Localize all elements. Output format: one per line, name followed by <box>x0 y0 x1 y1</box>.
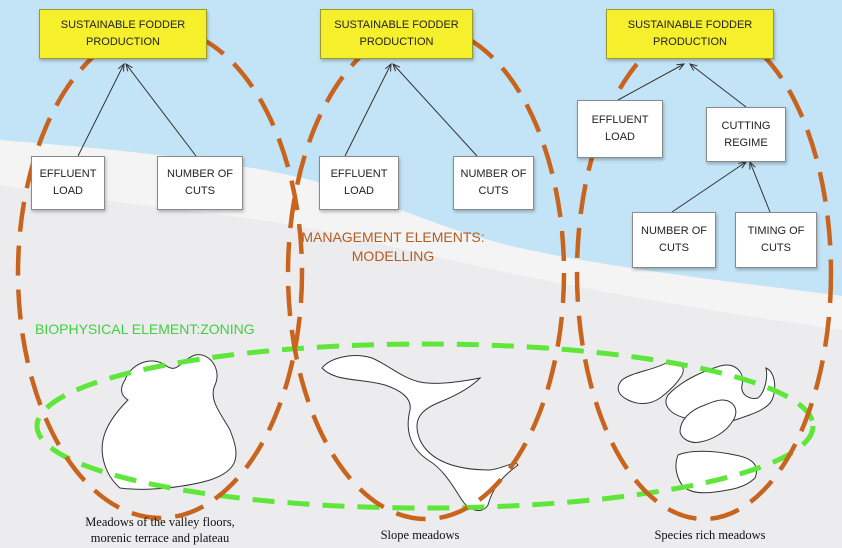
arrow-c3-effluent <box>617 64 684 101</box>
zone-shape-species-1 <box>617 361 684 404</box>
zone-shape-species-3 <box>679 399 737 443</box>
management-label: MANAGEMENT ELEMENTS: MODELLING <box>301 229 485 264</box>
number-of-cuts-box-1: NUMBER OF CUTS <box>157 156 243 210</box>
timing-of-cuts-box: TIMING OF CUTS <box>735 212 817 268</box>
number-of-cuts-box-2: NUMBER OF CUTS <box>453 156 534 210</box>
goal-label: SUSTAINABLE FODDER PRODUCTION <box>627 19 753 48</box>
zone-shape-species-4 <box>675 450 757 494</box>
effluent-load-box-3: EFFLUENT LOAD <box>577 100 663 158</box>
node-label: EFFLUENT LOAD <box>591 114 649 143</box>
arrow-c3-regime <box>690 64 747 108</box>
arrow-c3-number <box>671 162 746 213</box>
caption-slope-meadows: Slope meadows <box>380 528 460 542</box>
node-label: EFFLUENT LOAD <box>39 168 97 197</box>
zone-shape-slope <box>321 355 519 511</box>
effluent-load-box-1: EFFLUENT LOAD <box>31 156 105 210</box>
arrow-c1-cuts <box>126 64 197 157</box>
goal-box-3: SUSTAINABLE FODDER PRODUCTION <box>606 9 774 59</box>
effluent-load-box-2: EFFLUENT LOAD <box>319 156 399 210</box>
arrow-c2-effluent <box>344 64 391 157</box>
caption-species-rich-meadows: Species rich meadows <box>654 528 766 542</box>
caption-valley-meadows: Meadows of the valley floors, morenic te… <box>85 515 235 545</box>
goal-box-2: SUSTAINABLE FODDER PRODUCTION <box>320 9 473 59</box>
arrow-c1-effluent <box>77 64 124 157</box>
number-of-cuts-box-3: NUMBER OF CUTS <box>632 212 716 268</box>
goal-box-1: SUSTAINABLE FODDER PRODUCTION <box>39 9 207 59</box>
arrow-c3-timing <box>750 162 771 213</box>
goal-label: SUSTAINABLE FODDER PRODUCTION <box>334 19 459 48</box>
zoning-label: BIOPHYSICAL ELEMENT:ZONING <box>35 321 255 337</box>
node-label: NUMBER OF CUTS <box>460 168 527 197</box>
node-label: EFFLUENT LOAD <box>330 168 388 197</box>
zoning-ring <box>34 341 816 511</box>
node-label: NUMBER OF CUTS <box>641 225 707 254</box>
goal-label: SUSTAINABLE FODDER PRODUCTION <box>60 19 186 48</box>
node-label: CUTTING REGIME <box>721 119 771 149</box>
node-label: TIMING OF CUTS <box>747 225 805 254</box>
management-ring-2 <box>285 24 567 522</box>
arrow-c2-cuts <box>393 64 478 157</box>
cutting-regime-box: CUTTING REGIME <box>706 107 786 162</box>
node-label: NUMBER OF CUTS <box>167 168 233 197</box>
